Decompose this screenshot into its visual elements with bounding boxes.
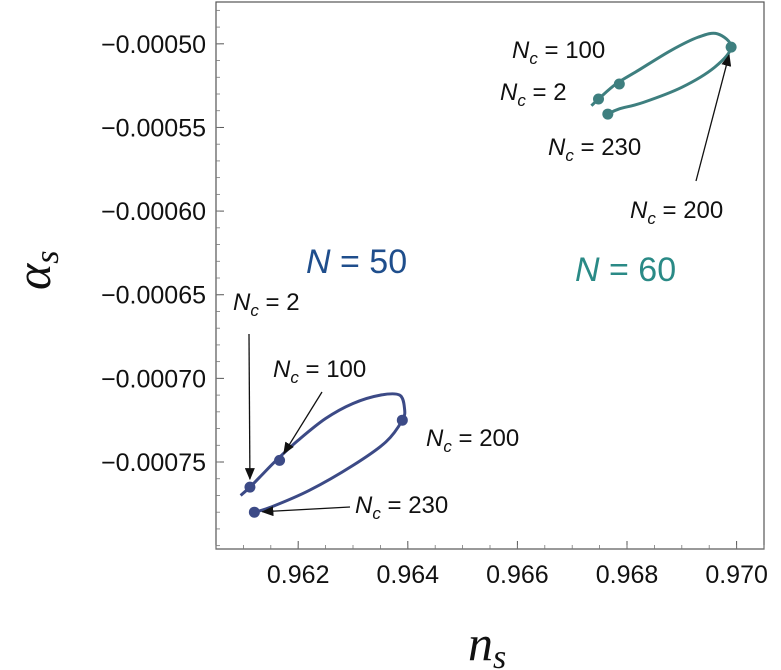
curves	[239, 31, 737, 518]
annotation-arrow	[261, 506, 351, 517]
y-tick-label: −0.00060	[101, 198, 206, 226]
series-1-point-1	[613, 78, 625, 90]
annotation-label: Nc = 230	[355, 492, 448, 523]
series-1-point-3	[602, 108, 614, 120]
plot-frame-rect	[215, 1, 765, 550]
x-tick-label: 0.968	[596, 561, 659, 589]
y-tick-label: −0.00070	[101, 365, 206, 393]
x-tick-label: 0.962	[267, 561, 330, 589]
ticks: 0.962 0.964 0.966 0.968 0.970 −0.00050 −0.0005…	[101, 9, 768, 589]
y-tick-label: −0.00055	[101, 114, 206, 142]
annotation-label: Nc = 200	[426, 425, 519, 456]
annotation-label: Nc = 2	[500, 79, 567, 110]
x-tick-label: 0.964	[377, 561, 440, 589]
annotation-label: Nc = 2	[233, 289, 300, 320]
series-0-point-1	[274, 454, 286, 466]
annotations: Nc = 2 Nc = 100 Nc = 200 Nc = 230 Nc = 2 Nc =…	[233, 37, 732, 523]
series-0-point-0	[244, 481, 256, 493]
y-tick-label: −0.00050	[101, 31, 206, 59]
x-tick-label: 0.970	[705, 561, 768, 589]
series-curve-0	[239, 392, 407, 514]
x-tick-label: 0.966	[486, 561, 549, 589]
series-curve-1	[590, 31, 733, 116]
y-tick-label: −0.00065	[101, 282, 206, 310]
annotation-arrow	[695, 53, 732, 182]
y-tick-label: −0.00075	[101, 449, 206, 477]
series-label-n50: N = 50	[306, 243, 407, 281]
annotation-label: Nc = 100	[273, 356, 366, 387]
x-axis-title: ns	[468, 615, 506, 670]
annotation-arrow	[283, 391, 323, 455]
annotation-label: Nc = 200	[630, 197, 723, 228]
plot-frame	[215, 1, 765, 550]
series-0-point-2	[396, 414, 408, 426]
series-label-n60: N = 60	[575, 251, 676, 289]
series-0-point-3	[248, 506, 260, 518]
annotation-label: Nc = 230	[548, 134, 641, 165]
series-1-point-2	[725, 41, 737, 53]
series-1-point-0	[593, 93, 605, 105]
annotation-label: Nc = 100	[512, 37, 605, 68]
y-axis-title: αs	[5, 251, 66, 290]
annotation-arrow	[244, 333, 255, 481]
